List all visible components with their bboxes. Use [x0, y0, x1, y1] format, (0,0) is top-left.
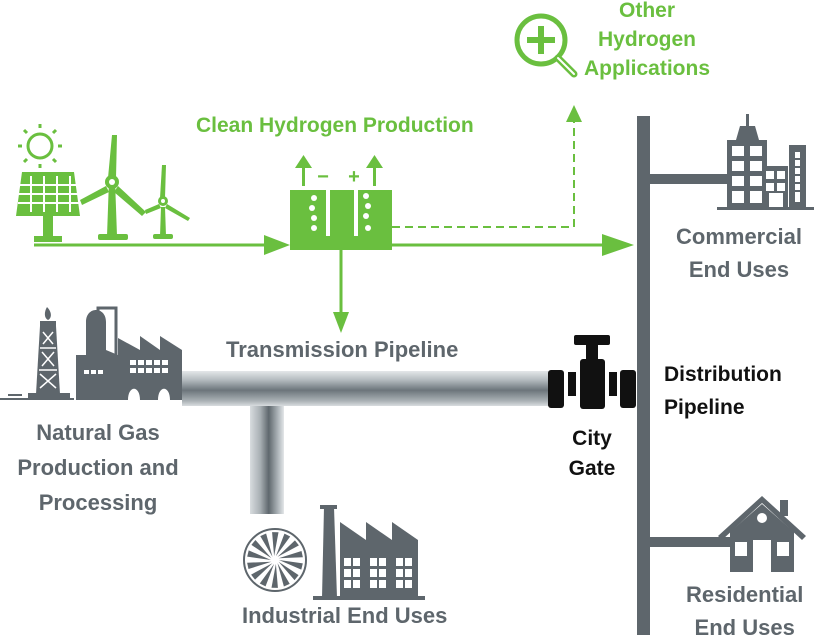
industrial-end-uses-label: Industrial End Uses	[242, 603, 448, 628]
natural-gas-label-line: Natural Gas	[36, 420, 160, 445]
other-hydrogen-applications-line: Applications	[584, 57, 711, 80]
factory-window	[405, 580, 412, 588]
residential-end-uses-line: Residential	[686, 582, 804, 607]
residential-end-uses-label: Residential End Uses	[686, 578, 803, 644]
hydrogen-to-distribution-arrow	[392, 234, 634, 256]
commercial-end-uses-label: Commercial End Uses	[676, 220, 802, 286]
turbine-blade	[251, 563, 273, 580]
factory-icon	[313, 505, 425, 600]
distribution-pipeline-label: Distribution Pipeline	[664, 358, 782, 424]
natural-gas-production-label: Natural Gas Production and Processing	[8, 415, 188, 520]
factory-window	[405, 558, 412, 566]
distribution-pipeline-line: Distribution	[664, 363, 782, 386]
other-hydrogen-applications-line: Hydrogen	[598, 28, 697, 51]
distribution-pipeline	[637, 116, 730, 635]
turbine-blade	[247, 550, 271, 560]
turbine-blade	[259, 563, 275, 587]
city-gate-line: Gate	[568, 457, 616, 480]
turbine-icon	[243, 528, 307, 592]
factory-window	[396, 580, 403, 588]
turbine-blade	[271, 563, 278, 588]
factory-window	[344, 569, 351, 577]
city-gate-label: City Gate	[562, 424, 622, 484]
factory-window	[353, 569, 360, 577]
natural-gas-label-line: Production and	[17, 455, 179, 480]
factory-window	[379, 558, 386, 566]
commercial-end-uses-line: End Uses	[688, 257, 790, 282]
valve-icon	[548, 335, 636, 409]
wind-turbine-icon	[80, 135, 190, 240]
turbine-blade	[279, 560, 303, 570]
house-icon	[718, 496, 806, 572]
factory-window	[344, 580, 351, 588]
electrolyzer-minus-sign: −	[317, 166, 329, 188]
commercial-end-uses-line: Commercial	[676, 224, 802, 249]
turbine-blade	[277, 540, 299, 557]
turbine-blade	[278, 561, 299, 581]
solar-panel-icon	[16, 172, 80, 242]
refinery-icon	[76, 306, 182, 400]
commercial-buildings-icon	[717, 114, 814, 210]
other-hydrogen-applications-label: Other Hydrogen Applications	[584, 0, 710, 83]
factory-window	[396, 569, 403, 577]
turbine-blade	[247, 561, 272, 570]
factory-window	[405, 569, 412, 577]
transmission-pipeline-label: Transmission Pipeline	[226, 337, 459, 362]
electrolyzer-plus-sign: +	[348, 166, 360, 188]
factory-window	[353, 580, 360, 588]
turbine-blade	[278, 550, 303, 559]
factory-window	[370, 580, 377, 588]
magnifier-plus-icon	[514, 13, 578, 78]
factory-window	[370, 569, 377, 577]
production-flow-arrow	[34, 235, 290, 255]
turbine-blade	[251, 539, 272, 559]
transmission-pipe-branch	[250, 406, 284, 514]
hydrogen-to-transmission-arrow	[333, 250, 349, 333]
factory-window	[370, 558, 377, 566]
turbine-blade	[277, 563, 290, 587]
natural-gas-label-line: Processing	[38, 490, 158, 515]
oil-derrick-icon	[0, 307, 74, 400]
factory-window	[396, 558, 403, 566]
turbine-blade	[272, 532, 279, 557]
electrolyzer-icon	[290, 155, 392, 250]
transmission-pipe-horizontal	[182, 371, 552, 406]
turbine-blade	[275, 533, 291, 557]
factory-window	[353, 558, 360, 566]
other-hydrogen-applications-line: Other	[619, 0, 676, 22]
other-applications-dashed-arrow	[392, 105, 582, 228]
factory-window	[379, 580, 386, 588]
clean-hydrogen-production-label: Clean Hydrogen Production	[196, 114, 474, 137]
residential-end-uses-line: End Uses	[694, 615, 795, 640]
factory-window	[379, 569, 386, 577]
factory-window	[344, 558, 351, 566]
sun-icon	[18, 124, 62, 168]
city-gate-line: City	[572, 427, 612, 450]
distribution-pipeline-line: Pipeline	[664, 396, 745, 419]
turbine-blade	[260, 533, 273, 557]
